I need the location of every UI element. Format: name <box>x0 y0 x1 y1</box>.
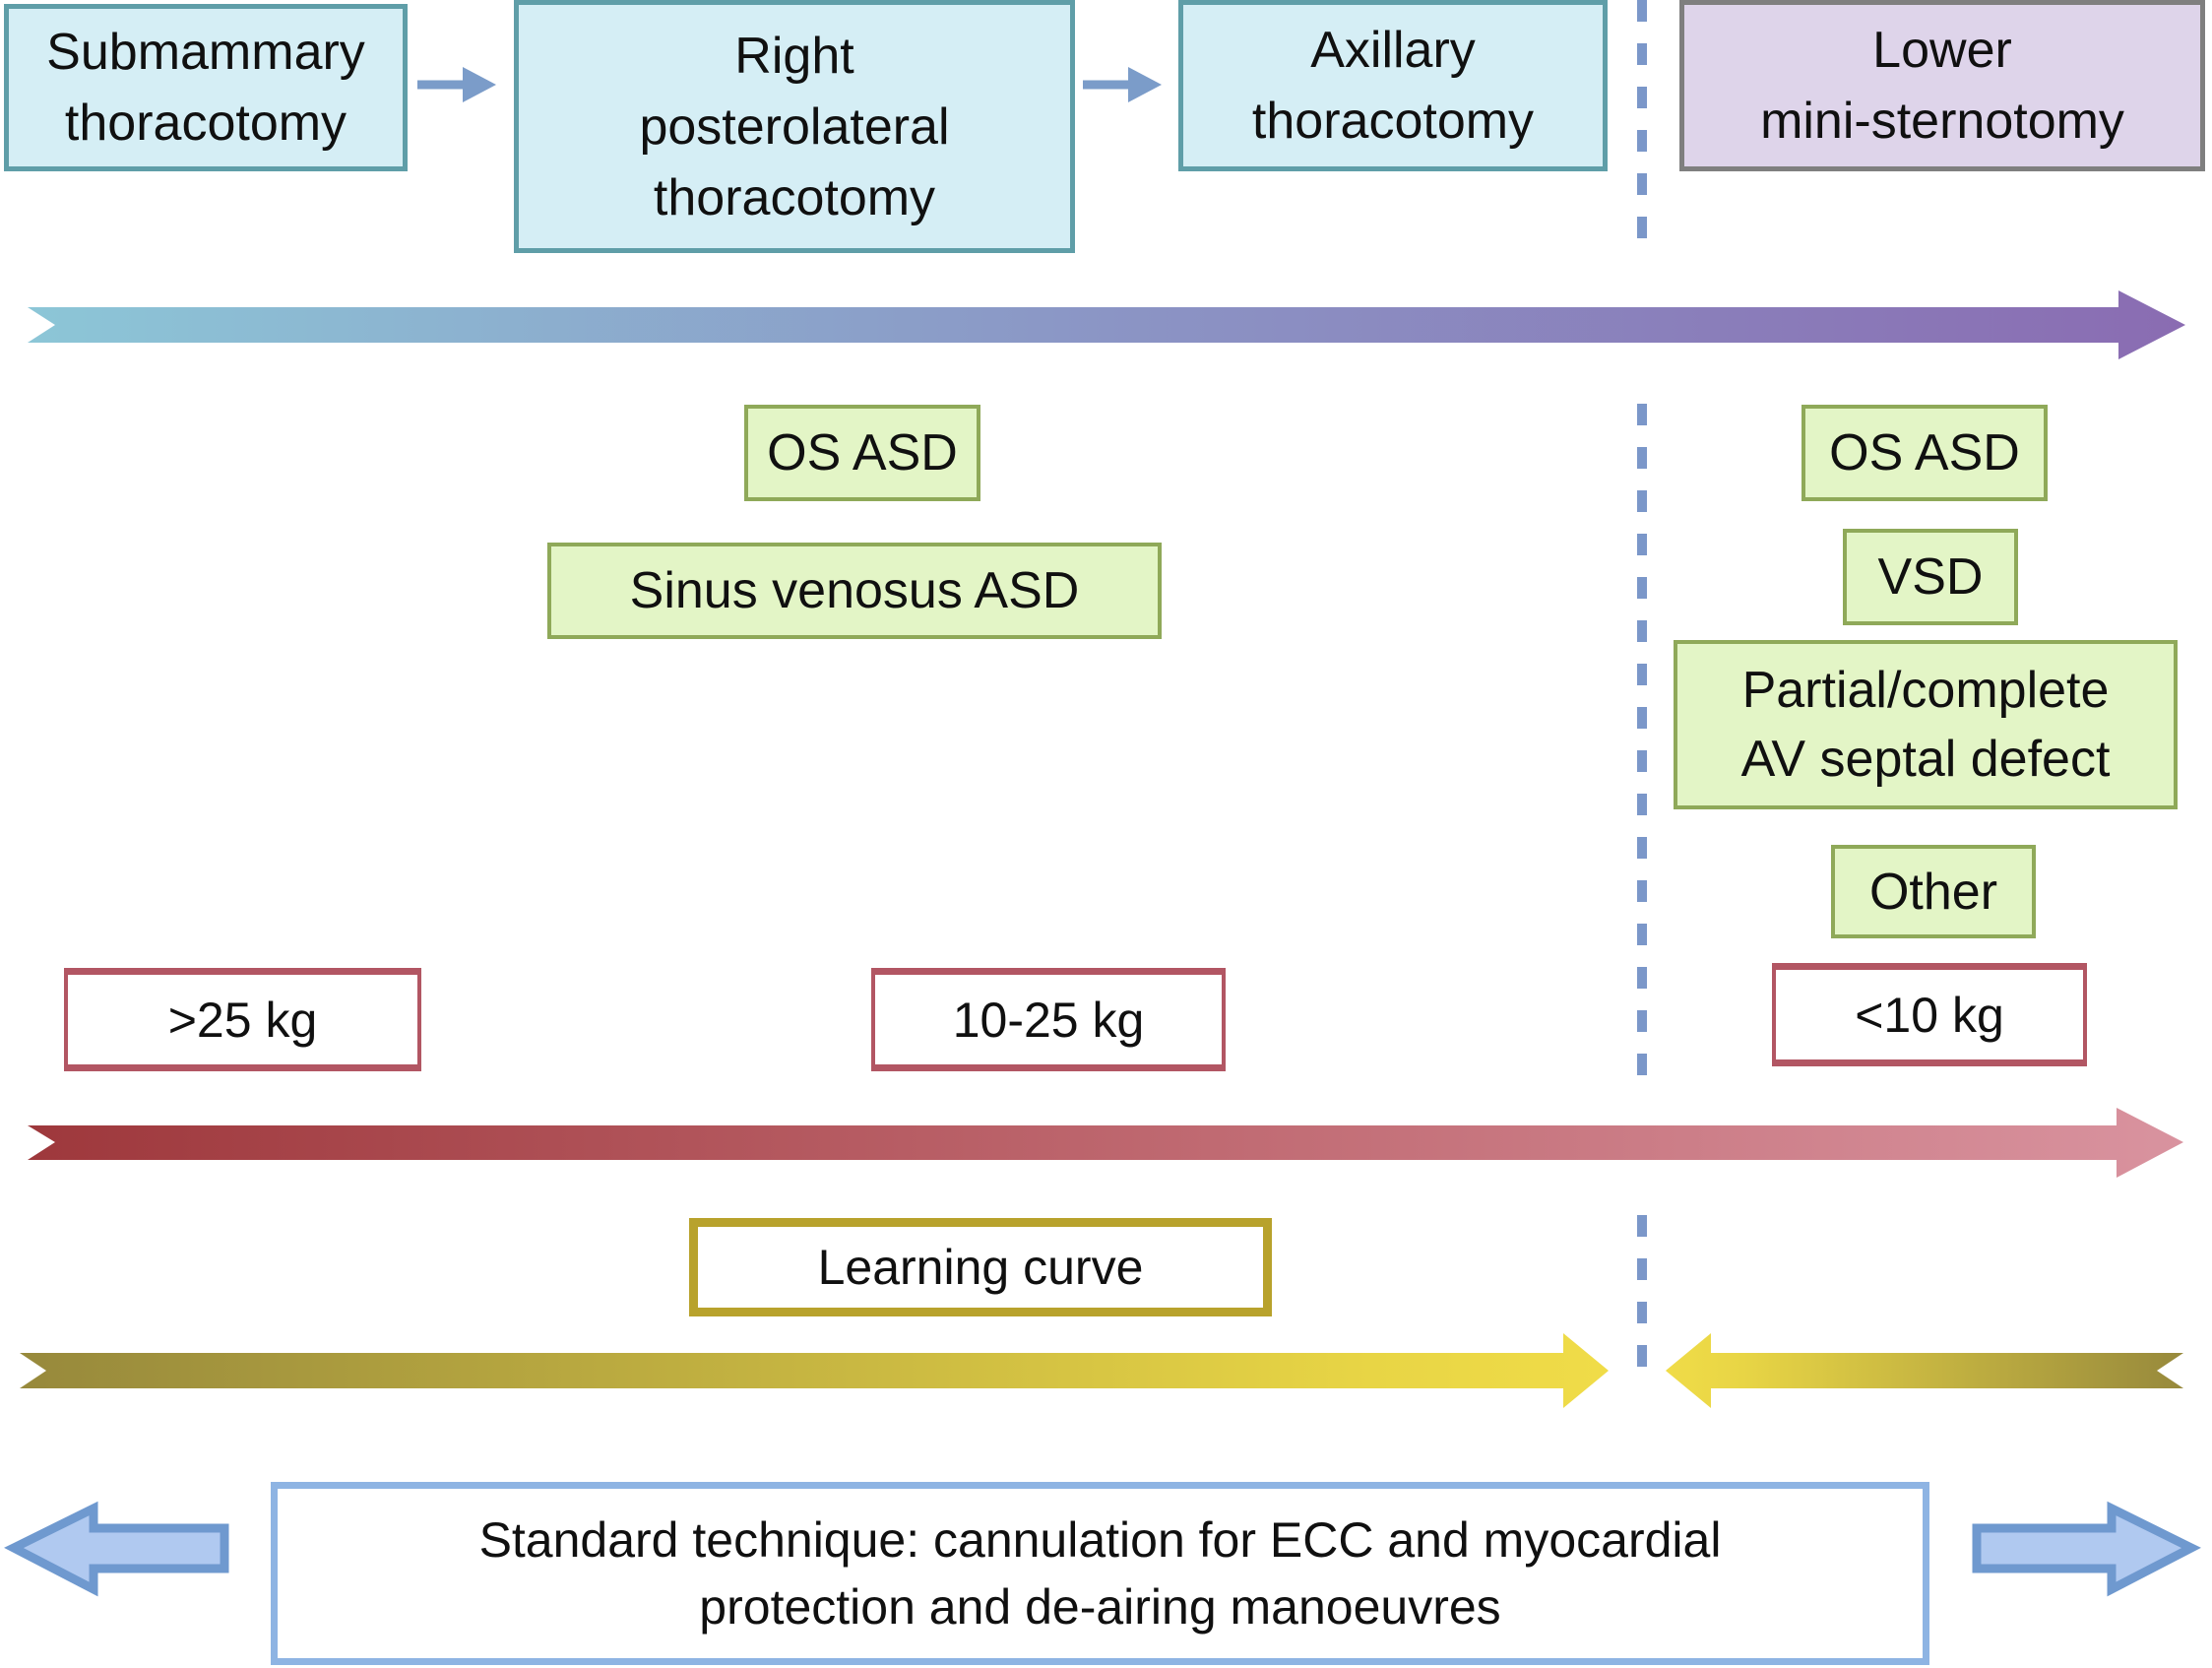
weight-box-under-10kg: <10 kg <box>1772 963 2087 1066</box>
yellow-arrow-leftward <box>1666 1333 2183 1408</box>
lesion-label: OS ASD <box>767 424 958 481</box>
dashed-divider-line <box>1637 404 1647 1075</box>
lesion-box-os-asd-left: OS ASD <box>744 405 980 501</box>
approach-box-label: Axillary <box>1310 22 1476 79</box>
weight-label: <10 kg <box>1855 987 2004 1043</box>
lesion-label: VSD <box>1877 548 1984 606</box>
approach-box-label: Right <box>734 27 854 85</box>
weight-label: 10-25 kg <box>952 992 1145 1048</box>
gradient-arrow-maroon-rose <box>0 1098 2212 1211</box>
approach-box-label: mini-sternotomy <box>1760 93 2124 150</box>
approach-box-submammary-thoracotomy: Submammary thoracotomy <box>4 4 408 171</box>
standard-technique-box: Standard technique: cannulation for ECC … <box>271 1482 1929 1665</box>
right-arrow-icon <box>1083 65 1162 109</box>
lesion-label: Sinus venosus ASD <box>629 562 1080 619</box>
standard-technique-text: Standard technique: cannulation for ECC … <box>478 1512 1722 1568</box>
dashed-divider-line <box>1637 1215 1647 1375</box>
gradient-arrow-teal-purple <box>0 276 2212 389</box>
lesion-box-vsd: VSD <box>1843 529 2018 625</box>
approach-box-label: thoracotomy <box>1251 93 1535 150</box>
weight-label: >25 kg <box>167 992 318 1048</box>
lesion-box-other: Other <box>1831 845 2036 938</box>
lesion-label: Partial/complete <box>1741 662 2110 719</box>
lesion-label: Other <box>1868 863 1998 921</box>
approach-box-lower-mini-sternotomy: Lower mini-sternotomy <box>1679 0 2205 171</box>
yellow-arrow-rightward <box>20 1333 1609 1408</box>
weight-box-over-25kg: >25 kg <box>64 968 421 1071</box>
approach-box-label: thoracotomy <box>64 95 348 152</box>
learning-curve-box: Learning curve <box>689 1218 1272 1316</box>
blue-block-arrow-left <box>4 1501 229 1597</box>
approach-box-axillary-thoracotomy: Axillary thoracotomy <box>1178 0 1608 171</box>
yellow-arrows-converging <box>0 1327 2212 1426</box>
blue-block-arrows <box>0 1497 2212 1610</box>
learning-curve-label: Learning curve <box>817 1240 1144 1295</box>
lesion-label: AV septal defect <box>1740 731 2111 788</box>
right-arrow-icon <box>417 65 496 109</box>
blue-block-arrow-right <box>1972 1501 2201 1597</box>
approach-box-label: thoracotomy <box>653 168 936 226</box>
lesion-box-os-asd-right: OS ASD <box>1801 405 2048 501</box>
lesion-label: OS ASD <box>1829 424 2020 481</box>
weight-box-10-25kg: 10-25 kg <box>871 968 1226 1071</box>
lesion-box-sinus-venosus-asd: Sinus venosus ASD <box>547 543 1162 639</box>
lesion-box-av-septal-defect: Partial/complete AV septal defect <box>1674 640 2178 809</box>
approach-box-right-posterolateral-thoracotomy: Right posterolateral thoracotomy <box>514 0 1075 253</box>
standard-technique-text: protection and de-airing manoeuvres <box>699 1579 1501 1635</box>
approach-box-label: Lower <box>1872 22 2012 79</box>
approach-box-label: posterolateral <box>639 97 950 156</box>
dashed-divider-line <box>1637 0 1647 252</box>
approach-box-label: Submammary <box>46 24 365 81</box>
